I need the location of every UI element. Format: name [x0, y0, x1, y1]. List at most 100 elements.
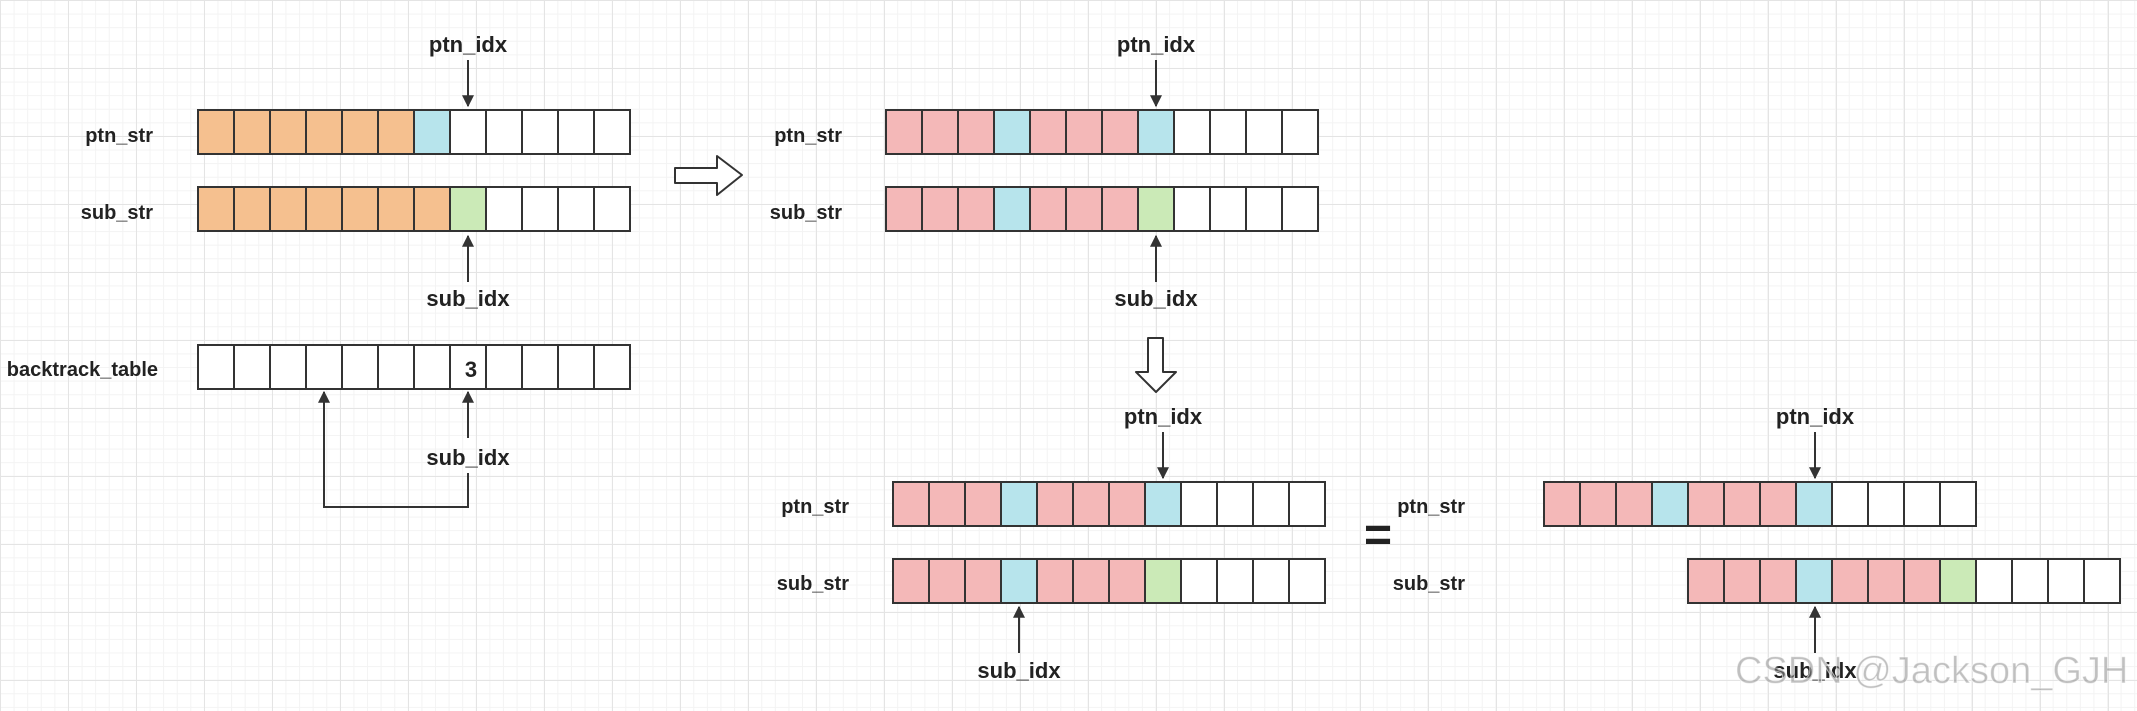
- cell-empty: [269, 344, 307, 390]
- ptn-str-cells: [892, 481, 1326, 527]
- cell-pink: [1543, 481, 1581, 527]
- cell-empty: [1252, 481, 1290, 527]
- sub-str-cells: [892, 558, 1326, 604]
- cell-pink: [928, 558, 966, 604]
- cell-empty: [593, 186, 631, 232]
- cell-empty: [1209, 109, 1247, 155]
- cell-empty: [1216, 558, 1254, 604]
- cell-empty: [1180, 481, 1218, 527]
- cell-empty: [1281, 109, 1319, 155]
- cell-empty: [233, 344, 271, 390]
- sub-idx-label: sub_idx: [426, 286, 510, 311]
- cell-pink: [964, 558, 1002, 604]
- cell-pink: [1723, 481, 1761, 527]
- cell-orange: [233, 109, 271, 155]
- cell-empty: [341, 344, 379, 390]
- cell-pink: [1108, 481, 1146, 527]
- cell-empty: [449, 109, 487, 155]
- panel-step3: ptn_str sub_str ptn_idx sub_idx: [777, 404, 1326, 683]
- cell-orange: [233, 186, 271, 232]
- ptn-idx-label: ptn_idx: [1124, 404, 1203, 429]
- cell-green: [1144, 558, 1182, 604]
- cell-empty: [1288, 481, 1326, 527]
- cell-empty: [521, 109, 559, 155]
- cell-empty: [593, 344, 631, 390]
- cell-cyan: [1137, 109, 1175, 155]
- ptn-str-cells: [885, 109, 1319, 155]
- transition-right-arrow: [674, 155, 743, 196]
- cell-pink: [1108, 558, 1146, 604]
- cell-cyan: [1795, 481, 1833, 527]
- ptn-str-label: ptn_str: [1397, 496, 1465, 518]
- cell-empty: [521, 186, 559, 232]
- cell-pink: [957, 186, 995, 232]
- cell-pink: [964, 481, 1002, 527]
- ptn-idx-label: ptn_idx: [1776, 404, 1855, 429]
- cell-orange: [269, 109, 307, 155]
- cell-empty: [1209, 186, 1247, 232]
- sub-str-label: sub_str: [81, 202, 153, 224]
- cell-empty: [1173, 186, 1211, 232]
- cell-pink: [1029, 109, 1067, 155]
- cell-empty: [449, 344, 487, 390]
- cell-green: [1939, 558, 1977, 604]
- ptn-str-label: ptn_str: [774, 125, 842, 147]
- cell-pink: [928, 481, 966, 527]
- cell-empty: [413, 344, 451, 390]
- cell-cyan: [993, 109, 1031, 155]
- cell-empty: [2047, 558, 2085, 604]
- cell-empty: [557, 344, 595, 390]
- cell-empty: [557, 109, 595, 155]
- cell-empty: [521, 344, 559, 390]
- cell-pink: [1831, 558, 1869, 604]
- cell-pink: [892, 481, 930, 527]
- cell-pink: [885, 109, 923, 155]
- cell-pink: [1072, 481, 1110, 527]
- cell-empty: [1831, 481, 1869, 527]
- cell-pink: [1867, 558, 1905, 604]
- cell-pink: [1065, 186, 1103, 232]
- sub-str-label: sub_str: [777, 573, 849, 595]
- cell-empty: [1975, 558, 2013, 604]
- cell-pink: [957, 109, 995, 155]
- cell-orange: [305, 186, 343, 232]
- cell-empty: [1939, 481, 1977, 527]
- cell-pink: [1759, 481, 1797, 527]
- cell-empty: [593, 109, 631, 155]
- cell-pink: [1036, 481, 1074, 527]
- cell-pink: [1687, 558, 1725, 604]
- cell-empty: [1252, 558, 1290, 604]
- sub-str-label: sub_str: [770, 202, 842, 224]
- backtrack-table-value: 3: [465, 357, 477, 382]
- cell-pink: [1687, 481, 1725, 527]
- cell-empty: [1903, 481, 1941, 527]
- cell-orange: [377, 109, 415, 155]
- cell-pink: [1065, 109, 1103, 155]
- cell-pink: [1101, 186, 1139, 232]
- sub-str-cells: [1687, 558, 2121, 604]
- cell-empty: [1216, 481, 1254, 527]
- cell-pink: [921, 186, 959, 232]
- cell-pink: [1759, 558, 1797, 604]
- cell-empty: [377, 344, 415, 390]
- cell-pink: [1072, 558, 1110, 604]
- cell-green: [449, 186, 487, 232]
- cell-cyan: [413, 109, 451, 155]
- cell-orange: [305, 109, 343, 155]
- cell-empty: [1288, 558, 1326, 604]
- cell-cyan: [1795, 558, 1833, 604]
- cell-pink: [1615, 481, 1653, 527]
- sub-idx-label: sub_idx: [1114, 286, 1198, 311]
- cell-empty: [1245, 186, 1283, 232]
- ptn-idx-label: ptn_idx: [429, 32, 508, 57]
- panel-step4: ptn_str sub_str ptn_idx sub_idx: [1393, 404, 2121, 683]
- cell-empty: [1180, 558, 1218, 604]
- ptn-idx-label: ptn_idx: [1117, 32, 1196, 57]
- sub-idx-label: sub_idx: [977, 658, 1061, 683]
- panel-step2: ptn_str sub_str ptn_idx sub_idx: [770, 32, 1319, 311]
- cell-pink: [1029, 186, 1067, 232]
- cell-empty: [1245, 109, 1283, 155]
- cell-orange: [413, 186, 451, 232]
- ptn-str-cells: [1543, 481, 1977, 527]
